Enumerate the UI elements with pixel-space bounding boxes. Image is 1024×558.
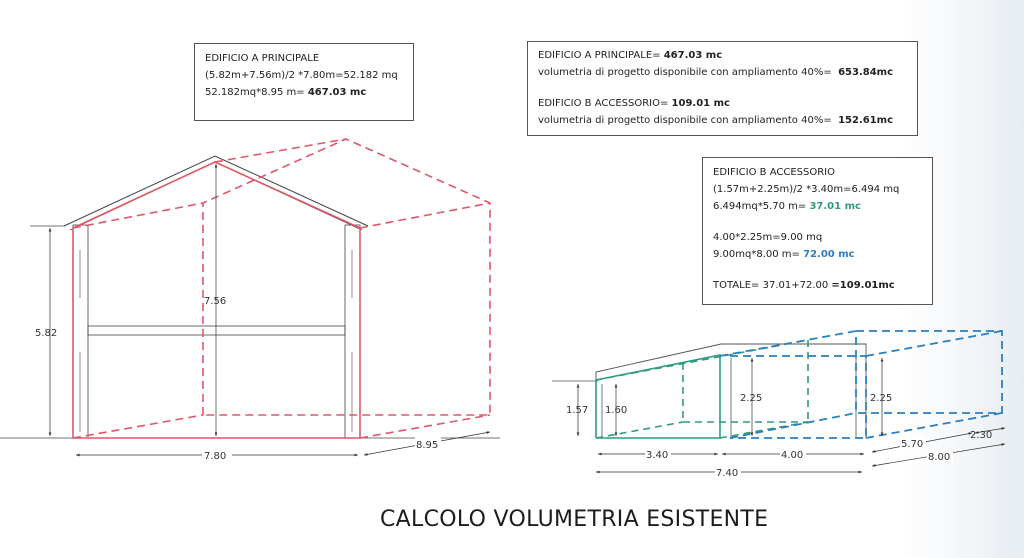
depth-extra-label: 2.30 (970, 430, 992, 441)
volume-summary-box: EDIFICIO A PRINCIPALE= 467.03 mc volumet… (527, 41, 918, 136)
width-part2-label: 4.00 (781, 450, 803, 461)
building-b-total: TOTALE= 37.01+72.00 =109.01mc (713, 280, 895, 291)
left-inner-height-label: 1.60 (605, 405, 627, 416)
summary-b-expansion-line: volumetria di progetto disponibile con a… (538, 115, 894, 126)
ridge-height-label: 7.56 (204, 296, 226, 307)
building-b-heading: EDIFICIO B ACCESSORIO (713, 167, 835, 178)
page-title: CALCOLO VOLUMETRIA ESISTENTE (380, 507, 769, 532)
summary-a-expansion-line: volumetria di progetto disponibile con a… (538, 67, 894, 78)
width-a-label: 7.80 (204, 451, 226, 462)
summary-a-line: EDIFICIO A PRINCIPALE= 467.03 mc (538, 50, 723, 61)
depth-a-label: 8.95 (416, 440, 438, 451)
left-outer-height-label: 1.57 (566, 405, 588, 416)
building-b-volume-result-1: 37.01 mc (809, 201, 861, 212)
building-a-calculation-box: EDIFICIO A PRINCIPALE (5.82m+7.56m)/2 *7… (194, 43, 414, 121)
eave-height-label: 5.82 (35, 328, 57, 339)
depth-total-label: 8.00 (928, 452, 950, 463)
building-a-section: 5.82 7.56 7.80 8.95 (0, 138, 500, 462)
building-b-area-formula-2: 4.00*2.25m=9.00 mq (713, 232, 823, 243)
mid-height-label: 2.25 (740, 393, 762, 404)
building-a-volume-result: 467.03 mc (307, 87, 367, 98)
building-b-area-formula-1: (1.57m+2.25m)/2 *3.40m=6.494 mq (713, 184, 900, 195)
building-b-volume-formula-1: 6.494mq*5.70 m= 37.01 mc (713, 201, 861, 212)
building-b-volume-result-2: 72.00 mc (803, 249, 855, 260)
building-a-heading: EDIFICIO A PRINCIPALE (205, 53, 320, 64)
building-a-area-formula: (5.82m+7.56m)/2 *7.80m=52.182 mq (205, 70, 398, 81)
building-b-volume-formula-2: 9.00mq*8.00 m= 72.00 mc (713, 249, 855, 260)
right-height-label: 2.25 (870, 393, 892, 404)
building-b-section: 1.57 1.60 2.25 2.25 3.40 4.00 7.40 5.70 … (552, 330, 1006, 479)
building-b-calculation-box: EDIFICIO B ACCESSORIO (1.57m+2.25m)/2 *3… (702, 157, 933, 305)
building-a-volume-formula: 52.182mq*8.95 m= 467.03 mc (205, 87, 367, 98)
summary-b-line: EDIFICIO B ACCESSORIO= 109.01 mc (538, 98, 730, 109)
width-part1-label: 3.40 (646, 450, 668, 461)
depth-part1-label: 5.70 (901, 439, 923, 450)
width-total-label: 7.40 (716, 468, 738, 479)
